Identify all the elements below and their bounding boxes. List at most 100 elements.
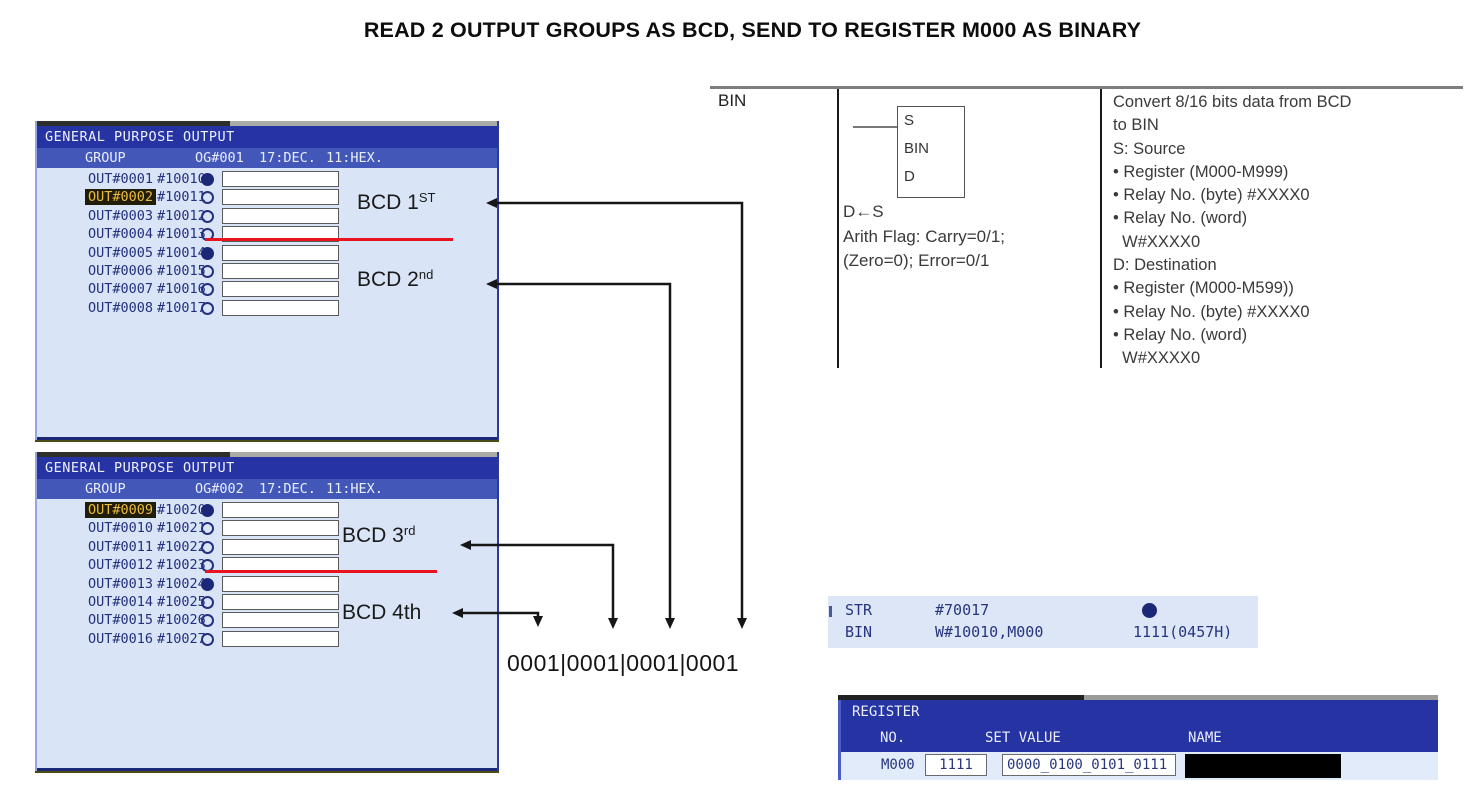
table-top-border (710, 86, 1463, 89)
table-divider (1100, 89, 1102, 368)
output-off-icon (201, 191, 214, 205)
panel-title: GENERAL PURPOSE OUTPUT (37, 126, 497, 148)
dec-mode-label[interactable]: 17:DEC. (259, 481, 316, 497)
output-row[interactable]: OUT#0002 #10011 (37, 188, 497, 206)
panel-title: GENERAL PURPOSE OUTPUT (37, 457, 497, 479)
dec-mode-label[interactable]: 17:DEC. (259, 150, 316, 166)
block-name-label: BIN (904, 140, 930, 157)
output-row[interactable]: OUT#0010 #10021 (37, 519, 497, 537)
bcd-digit2-label: BCD 2nd (357, 267, 434, 291)
output-name: OUT#0004 (88, 226, 154, 243)
program-lines-strip: STR #70017 BIN W#10010,M000 1111(0457H) (828, 596, 1258, 648)
table-divider (837, 89, 839, 368)
output-value-field[interactable] (222, 281, 339, 298)
output-row[interactable]: OUT#0013 #10024 (37, 575, 497, 593)
status-on-icon (1142, 603, 1157, 618)
column-no: NO. (880, 730, 906, 746)
output-name: OUT#0005 (88, 244, 154, 261)
output-on-icon (201, 504, 214, 517)
output-value-field[interactable] (222, 189, 339, 206)
window-edge-strip (37, 452, 497, 457)
panel-body: OUT#0001 #10010 OUT#0002 #10011 OUT#0003… (37, 168, 497, 440)
red-divider-line (205, 238, 453, 241)
output-off-icon (201, 522, 214, 536)
clipped-character-fragment (829, 606, 832, 617)
arith-flag-line: (Zero=0); Error=0/1 (843, 251, 990, 270)
ladder-lead-line (853, 126, 897, 128)
relay-number: #10011 (157, 189, 206, 206)
output-value-field[interactable] (222, 575, 339, 592)
relay-number: #10025 (157, 593, 206, 610)
set-value-dec-field[interactable]: 1111 (925, 754, 987, 776)
output-row[interactable]: OUT#0005 #10014 (37, 244, 497, 262)
output-row[interactable]: OUT#0008 #10017 (37, 299, 497, 317)
output-row[interactable]: OUT#0012 #10023 (37, 556, 497, 574)
result-value: 1111(0457H) (1133, 623, 1233, 641)
panel-title: REGISTER (852, 704, 920, 720)
column-name: NAME (1188, 730, 1222, 746)
output-row[interactable]: OUT#0003 #10012 (37, 207, 497, 225)
output-value-field[interactable] (222, 502, 339, 518)
output-name: OUT#0010 (88, 520, 154, 537)
binary-result-text: 0001|0001|0001|0001 (507, 650, 740, 676)
output-value-field[interactable] (222, 299, 339, 316)
output-value-field[interactable] (222, 612, 339, 629)
panel-body: OUT#0009 #10020 OUT#0010 #10021 OUT#0011… (37, 499, 497, 771)
output-row[interactable]: OUT#0011 #10022 (37, 538, 497, 556)
output-value-field[interactable] (222, 262, 339, 279)
output-row[interactable]: OUT#0006 #10015 (37, 262, 497, 280)
output-value-field[interactable] (222, 593, 339, 610)
output-on-icon (201, 246, 214, 260)
output-value-field[interactable] (222, 171, 339, 187)
output-row[interactable]: OUT#0007 #10016 (37, 280, 497, 298)
output-row[interactable]: OUT#0014 #10025 (37, 593, 497, 611)
destination-port-label: D (904, 168, 915, 185)
output-value-field[interactable] (222, 207, 339, 224)
operation-formula: D←S (843, 202, 884, 221)
panel-subheader: GROUP OG#001 17:DEC. 11:HEX. (37, 148, 497, 168)
bcd-digit1-label: BCD 1ST (357, 190, 436, 214)
column-set-value: SET VALUE (985, 730, 1061, 746)
output-off-icon (201, 283, 214, 297)
relay-number: #10010 (157, 171, 206, 187)
output-name: OUT#0012 (88, 557, 154, 574)
program-line-bin[interactable]: BIN W#10010,M000 1111(0457H) (828, 623, 1258, 645)
output-value-field[interactable] (222, 630, 339, 647)
arith-flag-line: Arith Flag: Carry=0/1; (843, 227, 1006, 246)
register-row[interactable]: M000 1111 0000_0100_0101_0111 (838, 752, 1438, 780)
output-row[interactable]: OUT#0009 #10020 (37, 501, 497, 519)
relay-number: #10013 (157, 226, 206, 243)
output-value-field[interactable] (222, 244, 339, 261)
group-label: GROUP (85, 481, 126, 497)
instruction-name: BIN (718, 91, 747, 110)
output-name-selected: OUT#0009 (85, 502, 157, 518)
hex-mode-label[interactable]: 11:HEX. (326, 481, 383, 497)
output-name: OUT#0007 (88, 281, 154, 298)
output-off-icon (201, 632, 214, 646)
relay-number: #10020 (157, 502, 206, 518)
output-panel-og002: GENERAL PURPOSE OUTPUT GROUP OG#002 17:D… (35, 452, 499, 771)
output-row[interactable]: OUT#0001 #10010 (37, 170, 497, 188)
operand: #70017 (935, 601, 990, 619)
window-edge-strip (838, 695, 1438, 700)
set-value-bin-field[interactable]: 0000_0100_0101_0111 (1002, 754, 1176, 776)
output-value-field[interactable] (222, 520, 339, 537)
output-row[interactable]: OUT#0015 #10026 (37, 611, 497, 629)
program-line-str[interactable]: STR #70017 (828, 601, 1258, 623)
output-off-icon (201, 301, 214, 315)
output-off-icon (201, 540, 214, 554)
group-number: OG#001 (195, 150, 244, 166)
relay-number: #10014 (157, 244, 206, 261)
output-panel-og001: GENERAL PURPOSE OUTPUT GROUP OG#001 17:D… (35, 121, 499, 440)
source-port-label: S (904, 112, 915, 129)
register-header: REGISTER NO. SET VALUE NAME (838, 700, 1438, 752)
register-name-field[interactable] (1185, 754, 1341, 778)
instruction-description: Convert 8/16 bits data from BCD to BIN S… (1113, 93, 1352, 368)
output-row[interactable]: OUT#0016 #10027 (37, 630, 497, 648)
output-value-field[interactable] (222, 538, 339, 555)
output-off-icon (201, 595, 214, 609)
output-on-icon (201, 173, 214, 186)
hex-mode-label[interactable]: 11:HEX. (326, 150, 383, 166)
opcode: BIN (845, 623, 873, 641)
